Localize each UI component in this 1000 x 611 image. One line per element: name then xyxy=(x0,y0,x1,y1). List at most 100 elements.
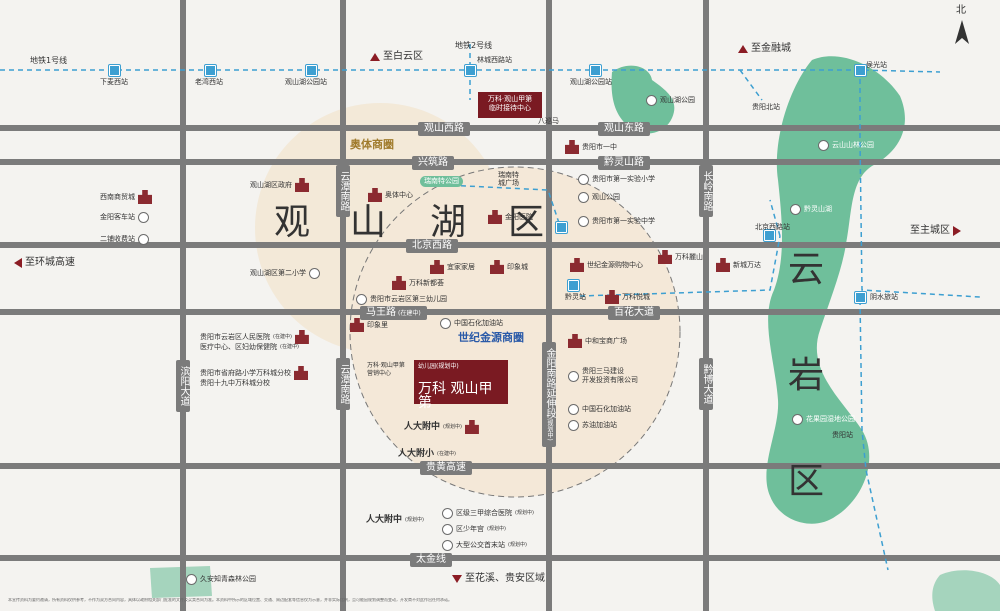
circle-icon xyxy=(646,95,657,106)
guanshanhu-park-area xyxy=(611,65,675,134)
station-qianling: 黔灵站 xyxy=(565,293,586,301)
poi-shiji-mall: 世纪金源购物中心 xyxy=(570,258,643,272)
poi-suyou: 苏油加油站 xyxy=(568,420,617,431)
school-icon xyxy=(294,366,308,380)
circle-icon xyxy=(578,174,589,185)
poi-yinxiang: 印象城 xyxy=(490,260,528,274)
metro-station-icon xyxy=(590,65,601,76)
circle-icon xyxy=(442,524,453,535)
building-icon xyxy=(605,290,619,304)
poi-guanshan-park2: 观山湖公园 xyxy=(646,95,695,106)
poi-renda1: 人大附中(规划中) xyxy=(404,420,479,434)
poi-yunyan-hospital: 贵阳市云岩区人民医院(在建中) xyxy=(200,330,309,344)
metro-station-icon xyxy=(568,280,579,291)
district-char: 云 xyxy=(788,249,825,290)
arrow-right-icon xyxy=(953,226,961,236)
circle-icon xyxy=(818,140,829,151)
poi-jinyang-bus: 金阳客车站 xyxy=(100,212,149,223)
road-baihua: 百花大道 xyxy=(608,306,660,320)
poi-yihu: 医疗中心、区妇幼保健院(在建中) xyxy=(200,343,299,351)
poi-sanma: 贵阳三马建设开发投资有限公司 xyxy=(568,368,638,384)
poi-guiyang1: 贵阳市一中 xyxy=(565,140,617,154)
road-guihuang: 贵黄高速 xyxy=(420,461,472,475)
metro-station-icon xyxy=(556,222,567,233)
bottom-right-green xyxy=(932,570,1000,611)
poi-wanke-xindu: 万科新都荟 xyxy=(392,276,444,290)
road-beijing: 北京西路 xyxy=(406,239,458,253)
metro-station-icon xyxy=(855,65,866,76)
metro-station-icon xyxy=(205,65,216,76)
school-icon xyxy=(464,420,479,434)
metro-station-icon xyxy=(855,292,866,303)
district-char: 山 xyxy=(350,202,387,243)
metro-station-icon xyxy=(109,65,120,76)
building-icon xyxy=(295,178,309,192)
poi-renda2: 人大附小(在建中) xyxy=(398,449,456,459)
poi-xinan: 西南商贸城 xyxy=(100,190,152,204)
poi-bus-station: 大型公交首末站(规划中) xyxy=(442,540,527,551)
circle-icon xyxy=(568,370,579,382)
building-icon xyxy=(350,318,364,332)
poi-renda3: 人大附中(规划中) xyxy=(366,515,424,525)
building-icon xyxy=(716,258,730,272)
tree-icon xyxy=(186,574,197,585)
circle-icon xyxy=(309,268,320,279)
station-guanshanhu-n: 观山湖公园站 xyxy=(570,78,612,86)
circle-icon xyxy=(442,508,453,519)
arrow-down-icon xyxy=(452,575,462,583)
gas-icon xyxy=(568,420,579,431)
metro-station-icon xyxy=(764,230,775,241)
metro-line1-label: 地铁1号线 xyxy=(30,56,68,65)
mall-icon xyxy=(570,258,584,272)
bus-icon xyxy=(138,212,149,223)
poi-shiyan-xiao: 贵阳市第一实验小学 xyxy=(578,174,655,185)
district-char: 岩 xyxy=(788,355,825,396)
building-icon xyxy=(138,190,152,204)
circle-icon xyxy=(790,204,801,215)
poi-aoti: 奥体中心 xyxy=(368,188,413,202)
circle-icon xyxy=(356,294,367,305)
metro-line2-label: 地铁2号线 xyxy=(455,41,493,50)
metro-station-icon xyxy=(306,65,317,76)
school-icon xyxy=(565,140,579,154)
poi-huaguo: 花果园湿地公园 xyxy=(792,414,855,425)
poi-comp-hospital: 区级三甲综合医院(规划中) xyxy=(442,508,534,519)
district-char: 湖 xyxy=(430,202,467,243)
north-arrow-icon xyxy=(955,20,969,44)
dir-huancheng: 至环城高速 xyxy=(14,258,75,268)
hospital-icon xyxy=(294,330,309,344)
road-jinyang: 金阳南路延伸段(规划中) xyxy=(542,342,556,447)
compass-label: 北 xyxy=(956,5,966,16)
road-yunhu: 云潭南路 xyxy=(336,165,350,217)
poi-jingcheng: 新城万达 xyxy=(716,258,761,272)
poi-shiyan-zhong: 贵阳市第一实验中学 xyxy=(578,216,655,227)
poi-yinbao: 瑞南特城广场 xyxy=(498,171,519,187)
road-taijin: 太金线 xyxy=(410,553,452,567)
dir-huaxi: 至花溪、贵安区域 xyxy=(452,574,545,584)
road-qianbo: 黔博大道 xyxy=(699,358,713,410)
toll-icon xyxy=(138,234,149,245)
road-yunhu-2: 云潭南路 xyxy=(336,358,350,410)
poi-youth: 区少年宫(规划中) xyxy=(442,524,506,535)
sales-center-label: 万科·观山甲第营销中心 xyxy=(367,362,405,377)
building-icon xyxy=(568,334,582,348)
poi-school19: 贵阳十九中万科城分校 xyxy=(200,379,270,387)
station-yuanhou: 侯光站 xyxy=(866,61,887,69)
office-sub: 临时接待中心 xyxy=(489,103,531,112)
poi-guanshanhu-gov: 观山湖区政府 xyxy=(250,178,309,192)
poi-guanshan-park: 观山公园 xyxy=(578,192,620,203)
road-binyang: 滨阳大道 xyxy=(176,360,190,412)
poi-ruichang: 瑞南特公园 xyxy=(420,176,463,187)
project-name: 万科 观山甲第 xyxy=(418,381,493,411)
project-badge: 幼儿园(规划中) xyxy=(418,363,459,370)
building-icon xyxy=(430,260,444,274)
metro-station-icon xyxy=(465,65,476,76)
yunyan-green-area xyxy=(766,56,905,524)
road-xingfu: 兴筑路 xyxy=(412,156,454,170)
poi-sinopec2: 中国石化加油站 xyxy=(568,404,631,415)
poi-yijia: 宜家家居 xyxy=(430,260,475,274)
hospital-icon xyxy=(488,210,502,224)
poi-jiuan: 久安知青森林公园 xyxy=(186,574,256,585)
station-huaguoyuan: 贵阳站 xyxy=(832,431,853,439)
